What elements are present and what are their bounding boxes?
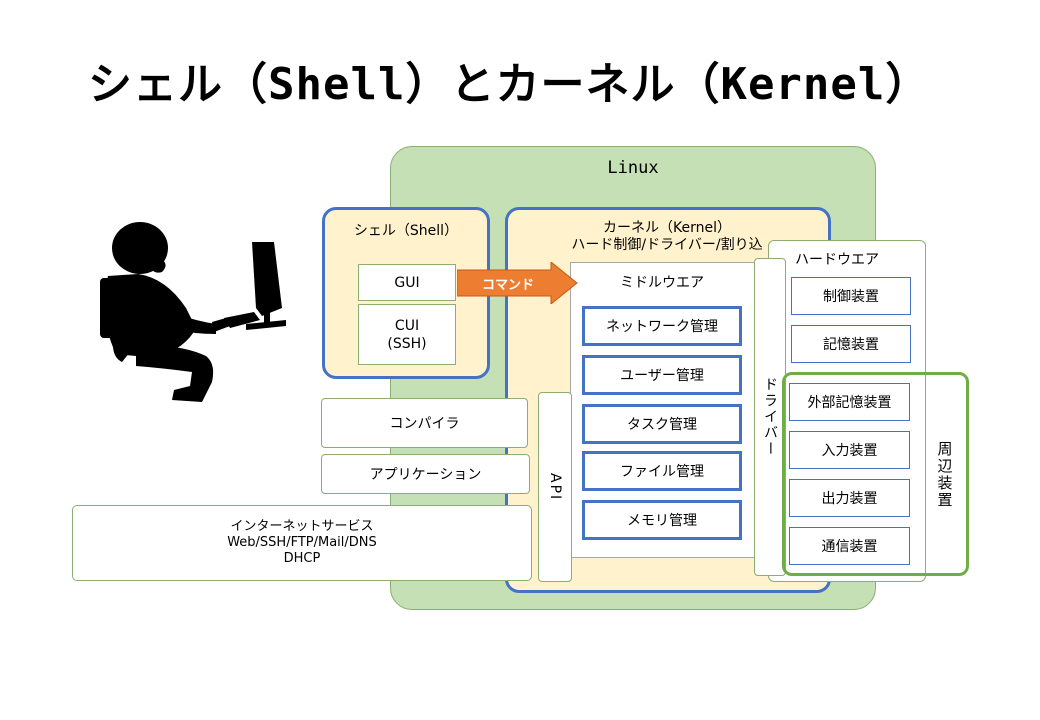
page-title: シェル（Shell）とカーネル（Kernel）	[88, 59, 931, 110]
cui-label: CUI	[394, 317, 420, 334]
user-at-computer-icon	[100, 222, 286, 402]
application-box: アプリケーション	[321, 454, 530, 494]
internet-services-box: インターネットサービス Web/SSH/FTP/Mail/DNS DHCP	[72, 505, 532, 581]
kernel-label-line2: ハード制御/ドライバー/割り込	[571, 237, 763, 253]
shell-label: シェル（Shell）	[353, 223, 459, 239]
cui-box: CUI (SSH)	[358, 304, 456, 365]
linux-label: Linux	[607, 158, 659, 178]
internet-services-protocols: Web/SSH/FTP/Mail/DNS	[227, 535, 377, 550]
peripheral-label-wrap: 周辺装置	[930, 400, 960, 550]
driver-label: ドライバー	[762, 377, 778, 457]
input-device-box: 入力装置	[789, 431, 910, 469]
output-device-box: 出力装置	[789, 479, 910, 517]
kernel-label-line1: カーネル（Kernel）	[603, 220, 731, 236]
task-management-box: タスク管理	[582, 404, 742, 444]
driver-box: ドライバー	[754, 258, 786, 576]
middleware-label: ミドルウエア	[620, 275, 704, 291]
external-storage-box: 外部記憶装置	[789, 383, 910, 421]
peripheral-box	[782, 372, 969, 576]
file-management-box: ファイル管理	[582, 451, 742, 491]
internet-services-dhcp: DHCP	[283, 551, 321, 566]
memory-unit-box: 記憶装置	[791, 325, 911, 363]
compiler-box: コンパイラ	[321, 398, 528, 448]
api-box: API	[538, 392, 572, 582]
memory-management-box: メモリ管理	[582, 500, 742, 540]
ssh-label: (SSH)	[387, 335, 427, 352]
api-label: API	[547, 472, 563, 502]
network-management-box: ネットワーク管理	[582, 306, 742, 346]
user-management-box: ユーザー管理	[582, 355, 742, 395]
command-label: コマンド	[481, 277, 534, 293]
kernel-label: カーネル（Kernel） ハード制御/ドライバー/割り込	[508, 220, 826, 254]
hardware-label: ハードウエア	[795, 252, 879, 268]
control-unit-box: 制御装置	[791, 277, 911, 315]
peripheral-label: 周辺装置	[935, 441, 954, 509]
internet-services-title: インターネットサービス	[230, 519, 374, 534]
gui-box: GUI	[358, 264, 456, 301]
command-arrow	[457, 262, 578, 304]
communication-device-box: 通信装置	[789, 527, 910, 565]
